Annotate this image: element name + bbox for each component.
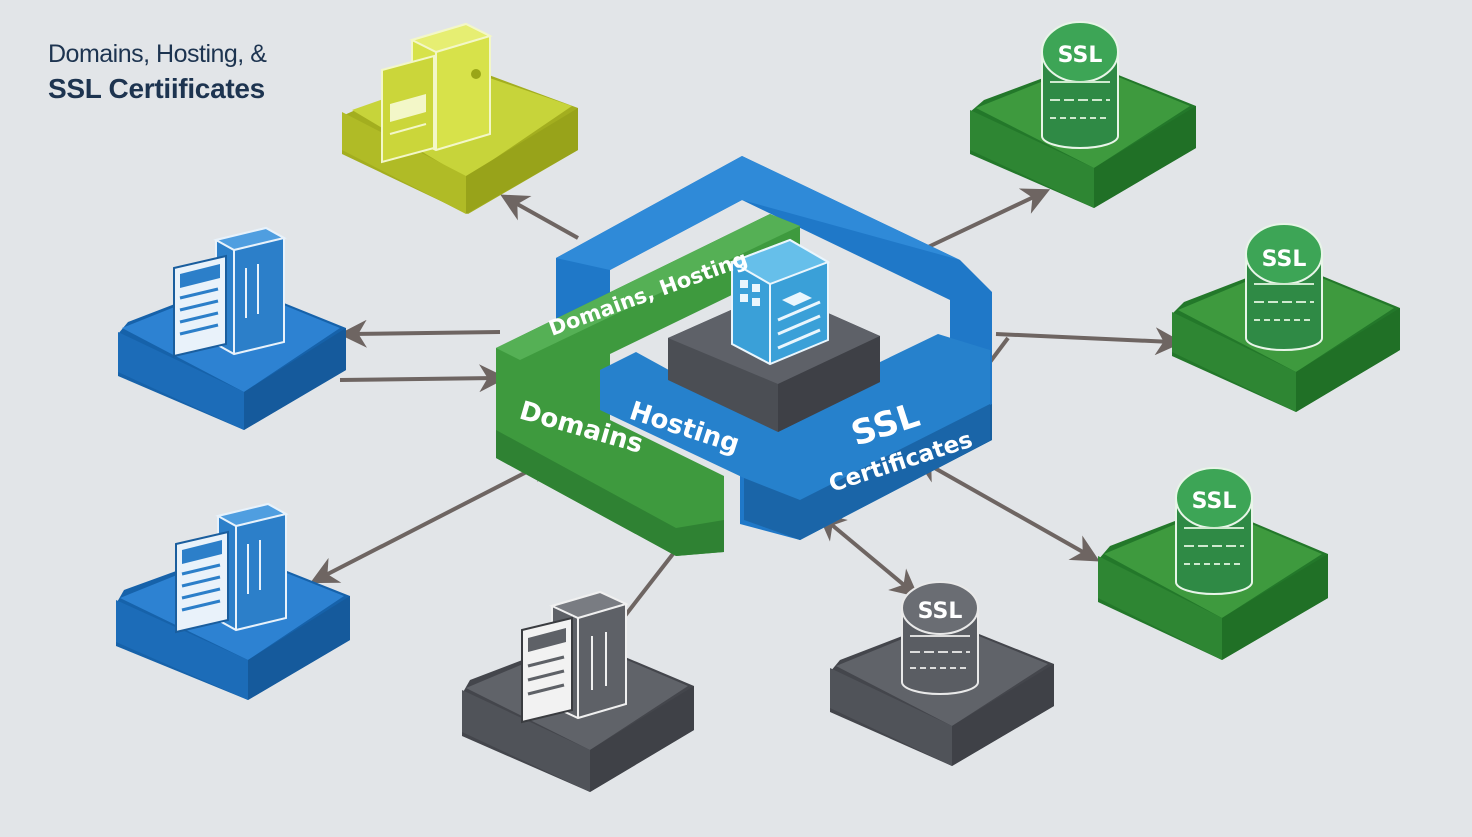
arrow-to-blue-hosting-bottom <box>310 456 556 584</box>
arrow-to-dark-ssl <box>817 512 919 598</box>
title-line-1: Domains, Hosting, & <box>48 40 267 68</box>
arrow-to-green-ssl-top <box>925 188 1051 250</box>
arrow-to-green-ssl-middle <box>995 327 1184 356</box>
ssl-badge-label: SSL <box>1262 247 1307 272</box>
hub-server-icon <box>729 238 831 366</box>
platform-dark-ssl: SSL <box>830 581 1054 766</box>
ssl-database-icon: SSL <box>1245 223 1323 351</box>
central-hub: Domains, Hosting Domains Hosting SSL Cer… <box>496 156 992 556</box>
server-rack-icon <box>174 502 288 634</box>
platform-lime-hosting <box>342 22 578 214</box>
title-line-2: SSL Certiificates <box>48 73 265 104</box>
platform-green-ssl-middle: SSL <box>1172 223 1400 412</box>
ssl-database-icon: SSL <box>901 581 979 695</box>
arrow-from-green-ssl-middle <box>988 336 1010 364</box>
hub-green-ribbon <box>496 214 800 556</box>
ssl-database-icon: SSL <box>1175 467 1253 595</box>
connection-arrows <box>310 188 1184 632</box>
server-rack-icon <box>521 590 629 724</box>
arrow-to-lime-hosting <box>500 194 579 240</box>
ssl-badge-label: SSL <box>1192 489 1237 514</box>
platform-green-ssl-bottom: SSL <box>1098 467 1328 660</box>
platform-green-ssl-top: SSL <box>970 21 1196 208</box>
ssl-database-icon: SSL <box>1041 21 1119 149</box>
platform-blue-hosting-top <box>118 226 346 430</box>
arrow-to-green-ssl-bottom <box>914 456 1100 562</box>
arrow-from-blue-hosting-top <box>339 364 508 393</box>
ssl-badge-label: SSL <box>918 599 963 624</box>
server-rack-icon <box>381 22 493 164</box>
platform-dark-hosting <box>462 590 694 792</box>
platform-blue-hosting-bottom <box>116 502 350 700</box>
arrow-to-blue-hosting-top <box>338 319 501 348</box>
ssl-badge-label: SSL <box>1058 43 1103 68</box>
server-rack-icon <box>172 226 286 358</box>
diagram-title: Domains, Hosting, & SSL Certiificates <box>48 40 267 105</box>
